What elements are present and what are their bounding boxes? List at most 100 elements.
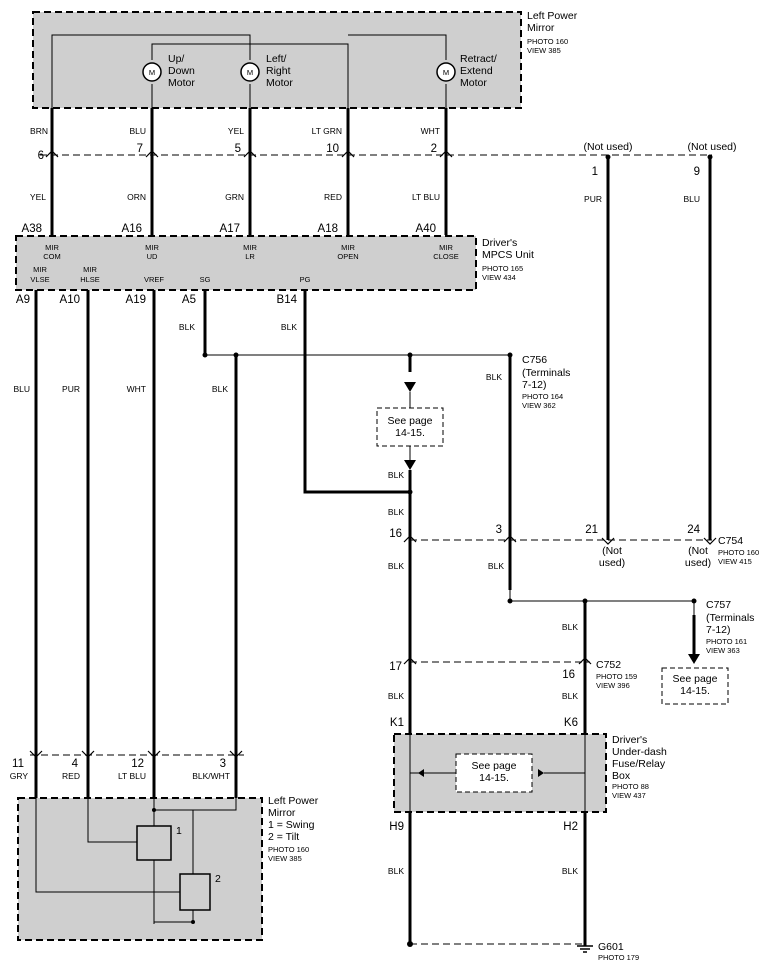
motor-number-1: 1	[176, 825, 182, 837]
pin-number: 16	[562, 669, 575, 681]
pin-number: 2	[431, 143, 437, 155]
left-right-motor-icon: M	[240, 62, 260, 82]
swing-motor-icon	[136, 825, 172, 861]
mirror-bottom-connector-marks	[29, 750, 243, 758]
c757-junction-line	[509, 590, 694, 602]
see-page-note-2	[661, 667, 729, 705]
wire-color-bottom: LT BLU	[118, 771, 146, 781]
pin-number: K1	[390, 717, 404, 729]
pin-number: 12	[131, 758, 144, 770]
svg-text:MIR: MIR	[341, 243, 355, 252]
wire-color-mid: YEL	[30, 192, 46, 202]
mpcs-unit-box	[15, 235, 477, 291]
wire-color-top: BLU	[129, 126, 146, 136]
svg-text:VLSE: VLSE	[30, 275, 49, 284]
fuse-box-photo: PHOTO 88	[612, 782, 649, 791]
tilt-motor-icon	[179, 873, 211, 911]
mirror-bottom-view: VIEW 385	[268, 854, 302, 863]
wire-color-mid: RED	[324, 192, 342, 202]
wire-color-top: LT GRN	[312, 126, 342, 136]
pin-number: 7	[137, 143, 143, 155]
svg-text:MIR: MIR	[243, 243, 257, 252]
bottom-wires	[34, 290, 410, 800]
wire-color-top: WHT	[421, 126, 440, 136]
c752-connector-marks	[403, 657, 592, 665]
wire-color-bottom: BLK/WHT	[192, 771, 230, 781]
unused-pin-top: 1	[592, 166, 598, 178]
mirror-top-photo: PHOTO 160	[527, 37, 568, 46]
c756-photo: PHOTO 164	[522, 392, 563, 401]
wire-color-blk: BLK	[562, 622, 578, 632]
left-power-mirror-top-box	[32, 11, 522, 109]
svg-text:SG: SG	[200, 275, 211, 284]
svg-text:LR: LR	[245, 252, 255, 261]
svg-text:MIR: MIR	[83, 265, 97, 274]
svg-text:MIR: MIR	[145, 243, 159, 252]
see-page-note-3	[455, 753, 533, 793]
mpcs-pin-bottom: B14	[277, 294, 298, 306]
wire-color-hlse: PUR	[62, 384, 80, 394]
see-page-note-1	[376, 407, 444, 447]
mirror-bottom-photo: PHOTO 160	[268, 845, 309, 854]
pin-number: 6	[38, 150, 44, 162]
top-connector-marks	[45, 150, 453, 158]
svg-text:M: M	[149, 68, 155, 77]
up-down-motor-icon: M	[142, 62, 162, 82]
c754-photo: PHOTO 160	[718, 548, 759, 557]
svg-text:OPEN: OPEN	[337, 252, 358, 261]
wire-color-top: BRN	[30, 126, 48, 136]
mirror-legend-2: 2 = Tilt	[268, 831, 299, 843]
pin-number: H2	[563, 821, 578, 833]
wire-color-bottom: GRY	[10, 771, 29, 781]
pin-number: 21	[585, 524, 598, 536]
fuse-box-view: VIEW 437	[612, 791, 646, 800]
mirror-top-view: VIEW 385	[527, 46, 561, 55]
c752-label: C752	[596, 659, 621, 671]
svg-text:CLOSE: CLOSE	[433, 252, 458, 261]
g601-photo: PHOTO 179	[598, 953, 639, 962]
c757-label: C757	[706, 599, 731, 611]
wire-color-mid: LT BLU	[412, 192, 440, 202]
mpcs-pin-bottom: A5	[182, 294, 196, 306]
c757-photo: PHOTO 161	[706, 637, 747, 646]
svg-text:UD: UD	[147, 252, 158, 261]
wire-color-blk: BLK	[562, 866, 578, 876]
ground-icon	[577, 945, 593, 953]
c754-label: C754	[718, 535, 743, 547]
wire-color-mid: GRN	[225, 192, 244, 202]
mpcs-pin: A16	[122, 223, 142, 235]
wire-color-blk: BLK	[388, 561, 404, 571]
wire-color-blk: BLK	[488, 561, 504, 571]
arrow-down-icon	[404, 460, 416, 470]
pin-number: H9	[389, 821, 404, 833]
wire-color-top: YEL	[228, 126, 244, 136]
svg-text:COM: COM	[43, 252, 61, 261]
wire-color-blk: BLK	[562, 691, 578, 701]
retract-extend-motor-icon: M	[436, 62, 456, 82]
wire-color-pg: BLK	[281, 322, 297, 332]
pin-number: 4	[72, 758, 79, 770]
g601-label: G601	[598, 941, 624, 953]
svg-text:HLSE: HLSE	[80, 275, 100, 284]
pin-number: 16	[389, 528, 402, 540]
motor-number-2: 2	[215, 873, 221, 885]
svg-text:PG: PG	[300, 275, 311, 284]
mirror-bottom-internal-wiring	[35, 798, 237, 924]
c756-view: VIEW 362	[522, 401, 556, 410]
top-wires	[50, 108, 448, 235]
svg-text:M: M	[247, 68, 253, 77]
c752-view: VIEW 396	[596, 681, 630, 690]
